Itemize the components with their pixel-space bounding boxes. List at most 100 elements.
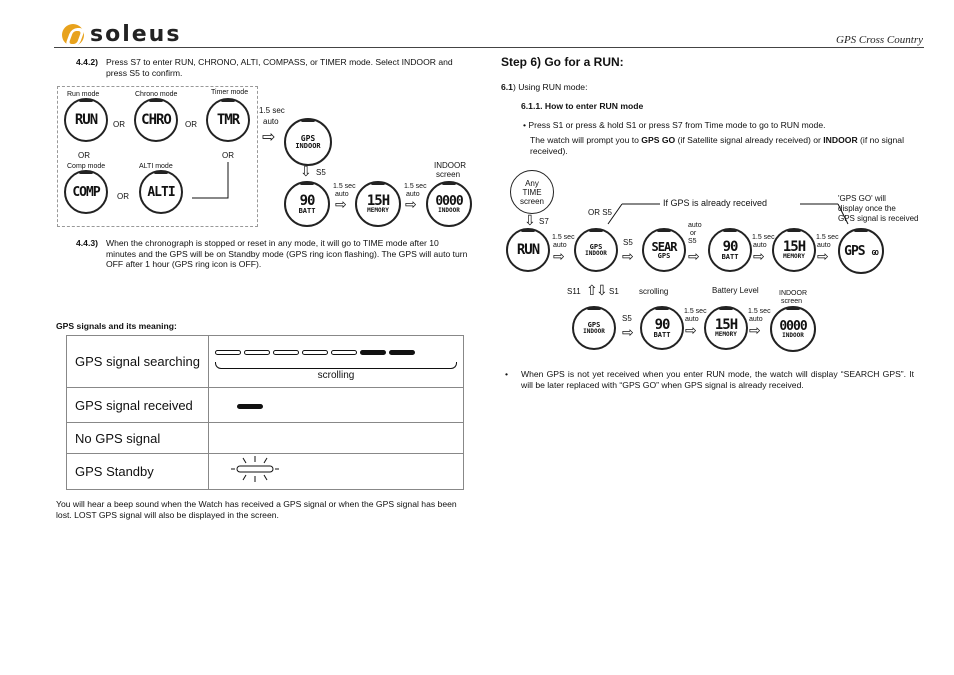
brand-name: soleus: [90, 22, 182, 47]
section-number-442: 4.4.2): [76, 57, 98, 67]
duration-label: 1.5 sec: [552, 234, 575, 241]
watch-15h-memory: 15H MEMORY: [355, 181, 401, 227]
or-label: OR: [222, 151, 234, 160]
duration-label: 1.5 sec: [333, 183, 356, 190]
arrow-right-icon: ⇨: [553, 248, 565, 264]
section-61: 6.1) Using RUN mode:: [501, 82, 588, 92]
arrow-right-icon: ⇨: [685, 322, 697, 338]
duration-label: 1.5 sec: [748, 308, 771, 315]
duration-label: 1.5 sec: [816, 234, 839, 241]
table-row: GPS signal searching scrolling: [66, 335, 464, 388]
connector-line: [192, 162, 229, 199]
gps-ring-icon: [231, 456, 279, 482]
mode-selection-diagram: [57, 86, 258, 227]
arrow-right-icon: ⇨: [817, 248, 829, 264]
duration-label: 1.5 sec: [259, 106, 285, 115]
arrow-right-icon: ⇨: [335, 196, 347, 212]
watch-gps-indoor: GPS INDOOR: [574, 228, 618, 272]
indoor-screen-label: screen: [436, 170, 461, 179]
watch-15h-memory: 15H MEMORY: [772, 228, 816, 272]
watch-alti: ALTI: [139, 170, 183, 214]
arrow-right-icon: ⇨: [622, 324, 634, 340]
or-s5-label: OR S5: [588, 208, 613, 217]
gps-signals-heading: GPS signals and its meaning:: [56, 321, 177, 331]
table-row: GPS signal received: [66, 387, 464, 423]
gps-go-note: 'GPS GO' will: [838, 194, 886, 203]
signal-received-graphic: [208, 387, 464, 423]
auto-label: auto: [817, 242, 831, 249]
gps-go-note: display once the: [838, 204, 896, 213]
watch-90-batt: 90 BATT: [284, 181, 330, 227]
scroll-brace: [215, 362, 457, 369]
table-row: No GPS signal: [66, 422, 464, 454]
signal-searching-label: GPS signal searching: [66, 335, 209, 388]
section-text-442: Press S7 to enter RUN, CHRONO, ALTI, COM…: [106, 57, 453, 78]
watch-90-batt: 90 BATT: [640, 306, 684, 350]
logo-icon: [62, 23, 84, 46]
signal-received-label: GPS signal received: [66, 387, 209, 423]
step-title: Step 6) Go for a RUN:: [501, 55, 624, 69]
gps-ring-icon: [237, 404, 263, 409]
gps-go-note: GPS signal is received: [838, 214, 919, 223]
document-title: GPS Cross Country: [836, 34, 923, 46]
auto-label: auto: [688, 222, 702, 229]
gps-signals-table: GPS signal searching scrolling GPS signa…: [66, 335, 464, 490]
watch-gps-indoor: GPS INDOOR: [572, 306, 616, 350]
indoor-screen-label: INDOOR: [779, 290, 807, 297]
scrolling-label: scrolling: [639, 287, 669, 296]
timer-mode-label: Timer mode: [211, 89, 249, 96]
gps-received-path: [607, 203, 849, 225]
watch-indoor-screen: 0000 INDOOR: [426, 181, 472, 227]
auto-label: auto: [406, 191, 420, 198]
indoor-screen-label: INDOOR: [434, 161, 466, 170]
or-label: OR: [185, 120, 197, 129]
duration-label: 1.5 sec: [752, 234, 775, 241]
gps-standby-graphic: [208, 453, 464, 490]
or-label: OR: [117, 192, 129, 201]
search-gps-note: When GPS is not yet received when you en…: [521, 369, 914, 390]
section-text-443: When the chronograph is stopped or reset…: [106, 238, 468, 269]
watch-90-batt: 90 BATT: [708, 228, 752, 272]
auto-label: auto: [753, 242, 767, 249]
s1-label: S1: [609, 287, 619, 296]
scrolling-label: scrolling: [317, 370, 355, 381]
s11-label: S11: [567, 287, 581, 296]
s5-label: S5: [316, 168, 326, 177]
arrow-up-icon: ⇧: [586, 282, 598, 298]
auto-label: auto: [685, 316, 699, 323]
watch-run: RUN: [64, 98, 108, 142]
section-number-443: 4.4.3): [76, 238, 98, 248]
arrow-right-icon: ⇨: [622, 248, 634, 264]
no-gps-label: No GPS signal: [66, 422, 209, 454]
arrow-down-icon: ⇩: [300, 163, 312, 179]
arrow-right-icon: ⇨: [749, 322, 761, 338]
watch-gps-indoor: GPS INDOOR: [284, 118, 332, 166]
duration-label: 1.5 sec: [684, 308, 707, 315]
or-label: or: [690, 230, 697, 237]
beep-note: You will hear a beep sound when the Watc…: [56, 499, 457, 520]
watch-15h-memory: 15H MEMORY: [704, 306, 748, 350]
arrow-right-icon: ⇨: [753, 248, 765, 264]
section-611-title: 6.1.1. How to enter RUN mode: [521, 101, 644, 111]
arrow-down-icon: ⇩: [524, 212, 536, 228]
header-divider: [54, 47, 924, 48]
gps-standby-label: GPS Standby: [66, 453, 209, 490]
duration-label: 1.5 sec: [404, 183, 427, 190]
chrono-mode-label: Chrono mode: [135, 91, 178, 98]
battery-level-label: Battery Level: [712, 286, 759, 295]
or-label: OR: [113, 120, 125, 129]
brand-logo: soleus: [62, 22, 181, 47]
if-gps-received-label: If GPS is already received: [663, 198, 768, 208]
watch-gps-go: GPS GO: [838, 228, 884, 274]
prompt-text: The watch will prompt you to GPS GO (if …: [530, 135, 904, 156]
s5-label: S5: [688, 238, 697, 245]
watch-timer: TMR: [206, 98, 250, 142]
alti-mode-label: ALTI mode: [139, 163, 173, 170]
bullet-marker: •: [505, 369, 509, 379]
watch-search-gps: SEAR GPS: [642, 228, 686, 272]
watch-indoor-screen: 0000 INDOOR: [770, 306, 816, 352]
auto-label: auto: [263, 117, 279, 126]
table-row: GPS Standby: [66, 453, 464, 490]
indoor-screen-label: screen: [781, 298, 803, 305]
arrow-down-icon: ⇩: [596, 282, 608, 298]
